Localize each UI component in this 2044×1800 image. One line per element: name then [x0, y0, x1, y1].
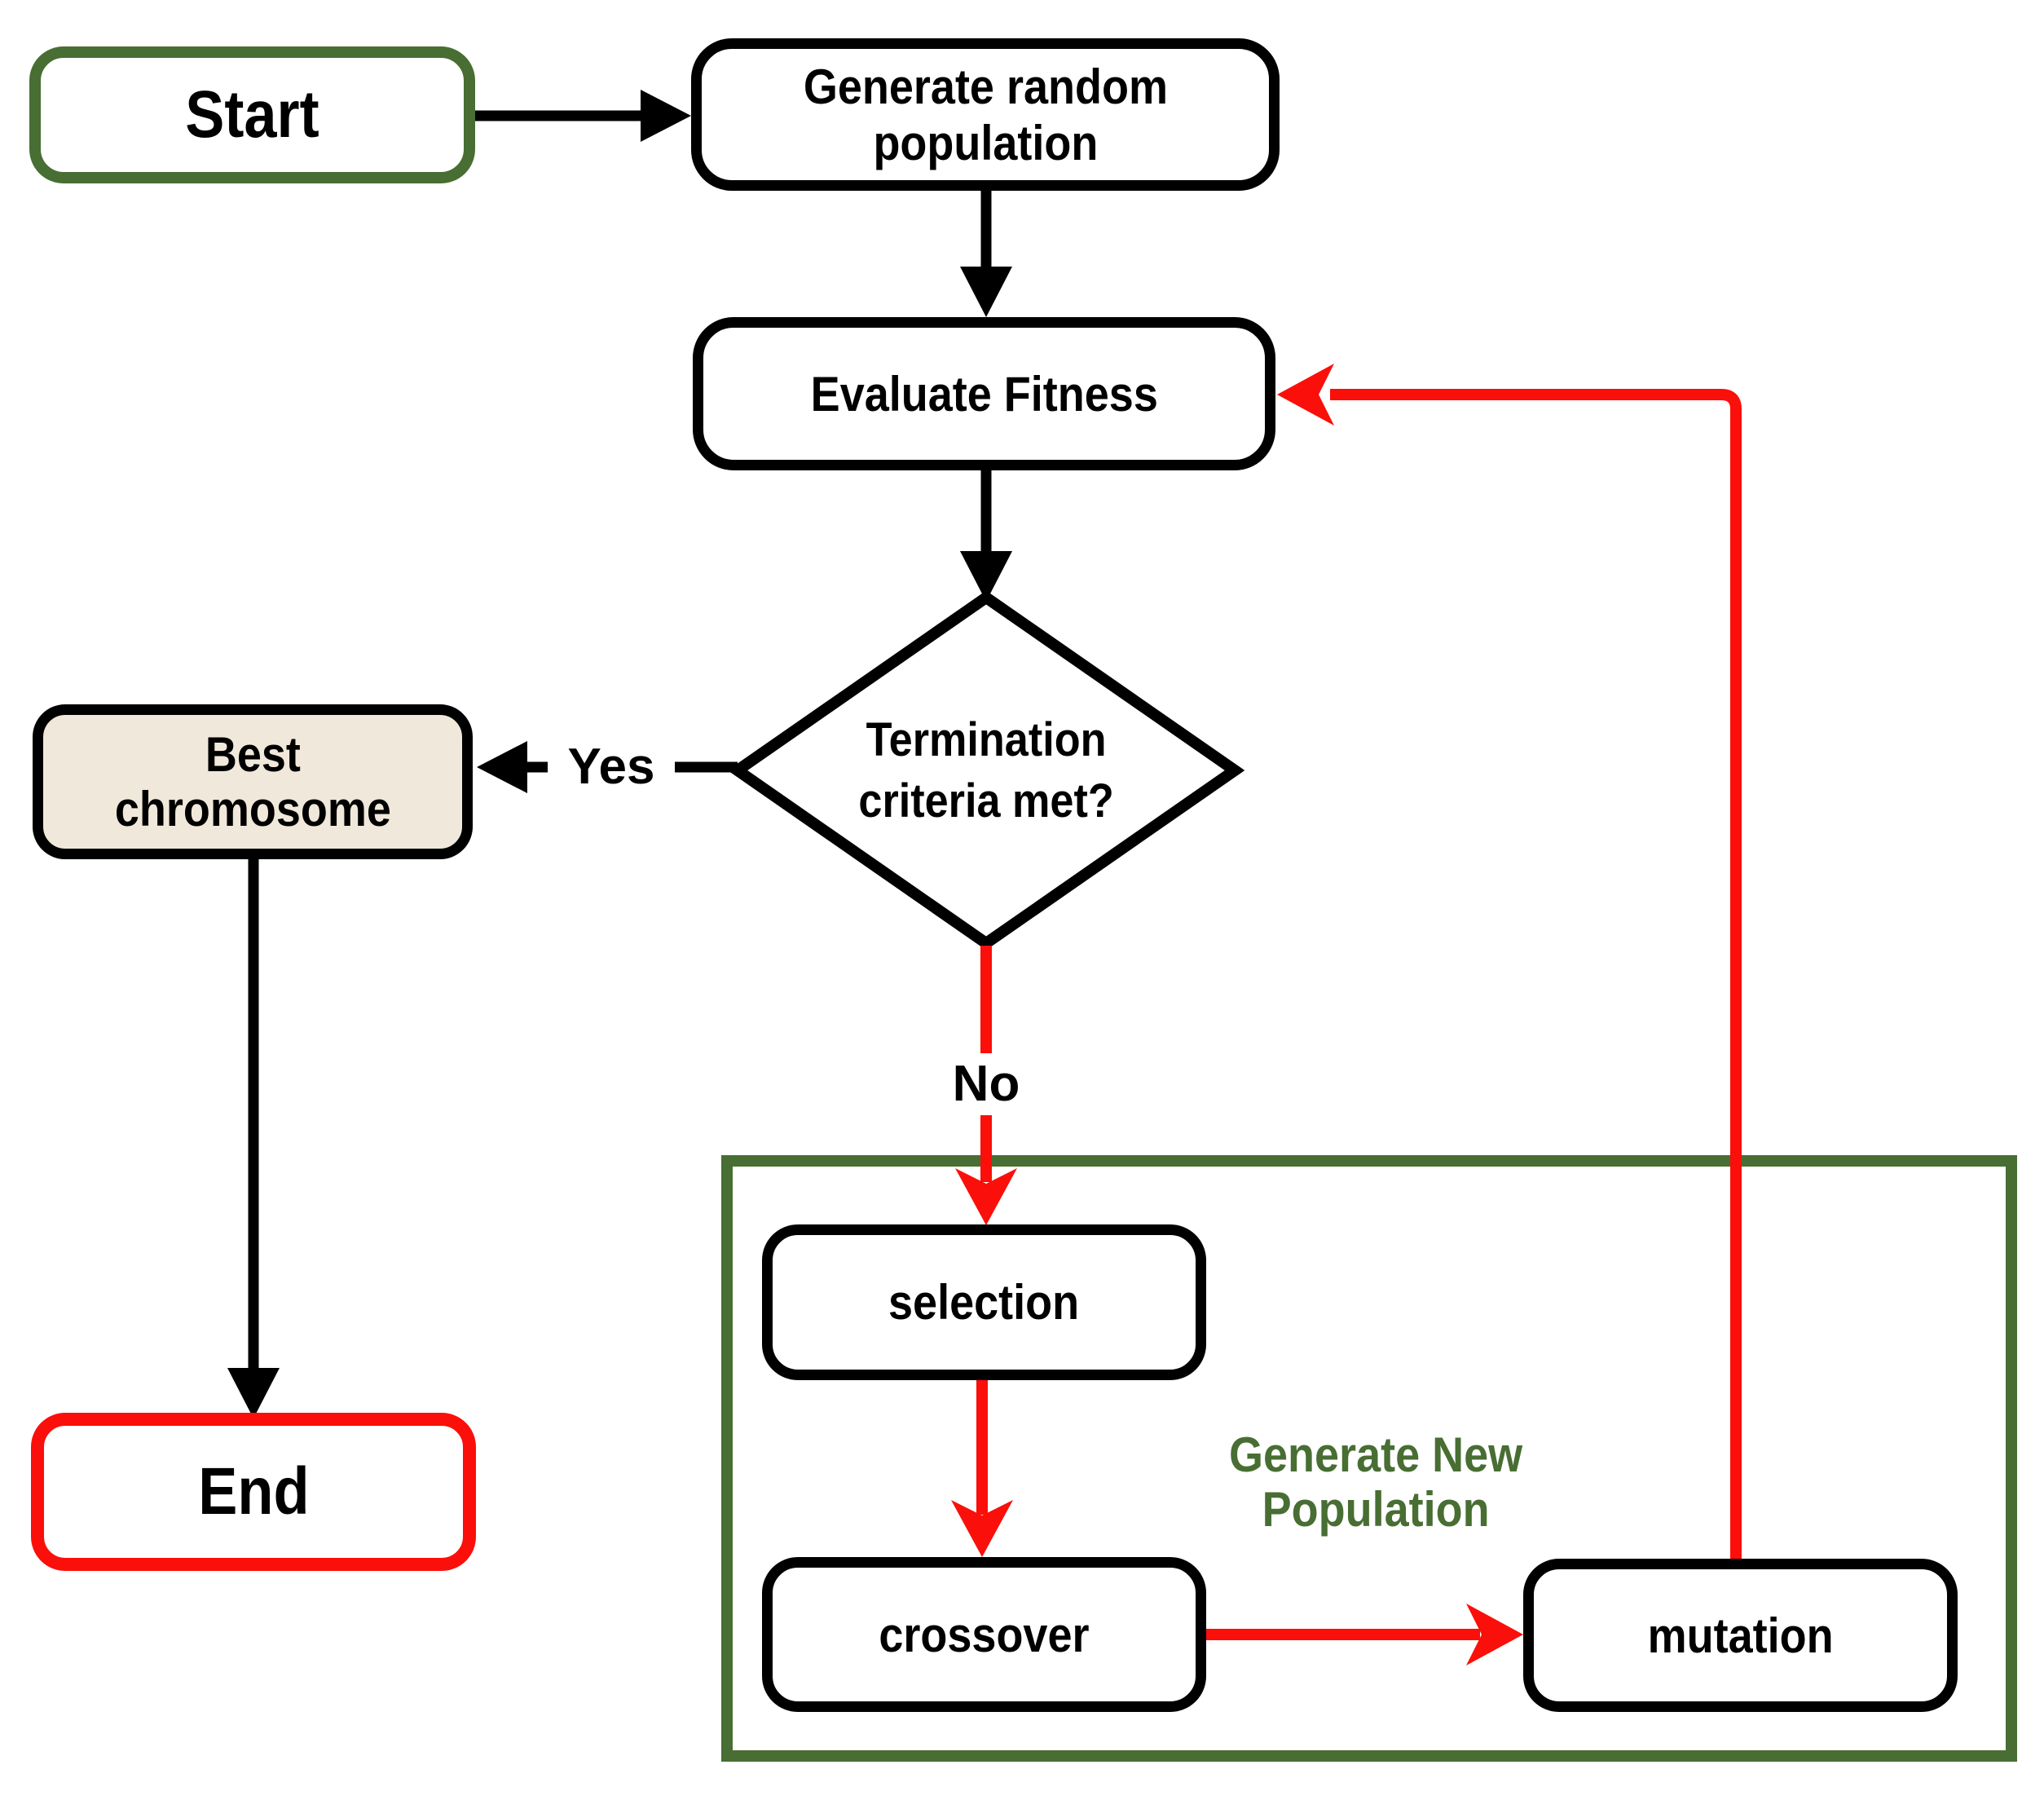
- mutation-node-label: mutation: [1647, 1608, 1834, 1663]
- end-node: End: [31, 1413, 476, 1571]
- no-edge-label: No: [921, 1056, 1051, 1112]
- arrowhead-no-to-selection: [955, 1168, 1017, 1225]
- arrowhead-crossover-to-mutation: [1466, 1604, 1523, 1665]
- arrowhead-generate-to-evaluate: [960, 267, 1012, 317]
- generate-population-label: Generate random population: [803, 59, 1168, 170]
- evaluate-fitness-label: Evaluate Fitness: [810, 366, 1158, 421]
- selection-node: selection: [762, 1224, 1206, 1380]
- arrowhead-evaluate-to-termination: [960, 551, 1012, 602]
- best-chromosome-node: Best chromosome: [33, 704, 473, 859]
- termination-decision-text: Termination criteria met?: [858, 712, 1114, 827]
- crossover-node-label: crossover: [879, 1607, 1090, 1662]
- yes-edge-label: Yes: [548, 739, 675, 795]
- best-chromosome-label: Best chromosome: [114, 726, 391, 836]
- crossover-node: crossover: [762, 1557, 1206, 1712]
- arrowhead-selection-to-crossover: [951, 1500, 1013, 1557]
- arrowhead-mutation-to-evaluate: [1277, 364, 1334, 426]
- end-node-label: End: [197, 1454, 310, 1529]
- termination-decision-label: Termination criteria met?: [774, 697, 1198, 844]
- edge-mutation-to-evaluate: [1330, 389, 1742, 1559]
- arrowhead-best-chromosome-to-end: [227, 1368, 280, 1418]
- generate-population-node: Generate random population: [691, 38, 1280, 191]
- arrowhead-yes-to-best-chromosome: [477, 741, 527, 793]
- termination-decision-diamond: [727, 590, 1245, 951]
- generate-new-population-group-text: Generate New Population: [1228, 1427, 1523, 1537]
- start-node-label: Start: [185, 77, 319, 152]
- generate-new-population-group: [721, 1155, 2017, 1762]
- evaluate-fitness-node: Evaluate Fitness: [693, 317, 1275, 470]
- start-node: Start: [29, 46, 475, 183]
- selection-node-label: selection: [888, 1275, 1080, 1330]
- arrowhead-start-to-generate: [641, 90, 691, 142]
- generate-new-population-group-label: Generate New Population: [1148, 1425, 1604, 1539]
- mutation-node: mutation: [1523, 1559, 1958, 1712]
